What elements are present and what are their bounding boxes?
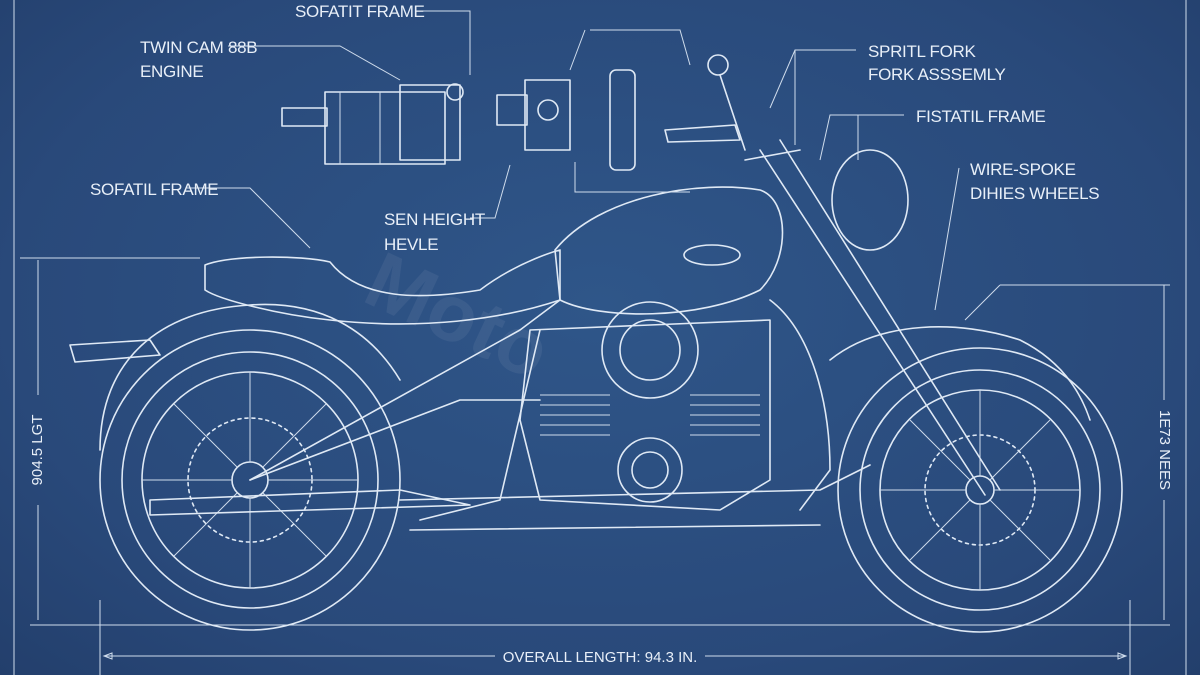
label-right-frame: FISTATIL FRAME	[916, 107, 1046, 126]
watermark: Moto	[353, 235, 564, 396]
frame-border	[13, 0, 1187, 675]
left-height-label: 904.5 LGT	[29, 415, 46, 486]
right-height-label: 1E73 NEES	[1156, 410, 1173, 490]
label-fork-line2: FORK ASSSEMLY	[868, 65, 1006, 84]
label-fork-line1: SPRITL FORK	[868, 42, 976, 61]
carburetor-detail	[496, 69, 636, 171]
dimension-right-height: 1E73 NEES	[1000, 284, 1173, 620]
label-wheels-line1: WIRE-SPOKE	[970, 160, 1076, 179]
dimension-overall-length: OVERALL LENGTH: 94.3 IN.	[102, 649, 1128, 666]
label-engine-line1: TWIN CAM 88B	[140, 38, 257, 57]
overall-length-label: OVERALL LENGTH: 94.3 IN.	[503, 649, 698, 666]
label-seat-line1: SEN HEIGHT	[384, 210, 485, 229]
label-engine-line2: ENGINE	[140, 62, 203, 81]
label-top-frame: SOFATIT FRAME	[295, 2, 425, 21]
motorcycle-body	[69, 54, 1091, 531]
label-left-frame: SOFATIL FRAME	[90, 180, 218, 199]
dimension-left-height: 904.5 LGT	[20, 257, 200, 620]
label-seat-line2: HEVLE	[384, 235, 438, 254]
rear-wheel	[99, 329, 401, 631]
label-wheels-line2: DIHIES WHEELS	[970, 184, 1099, 203]
engine-detail	[281, 83, 464, 165]
front-wheel	[837, 347, 1123, 633]
leader-lines	[187, 10, 1001, 321]
